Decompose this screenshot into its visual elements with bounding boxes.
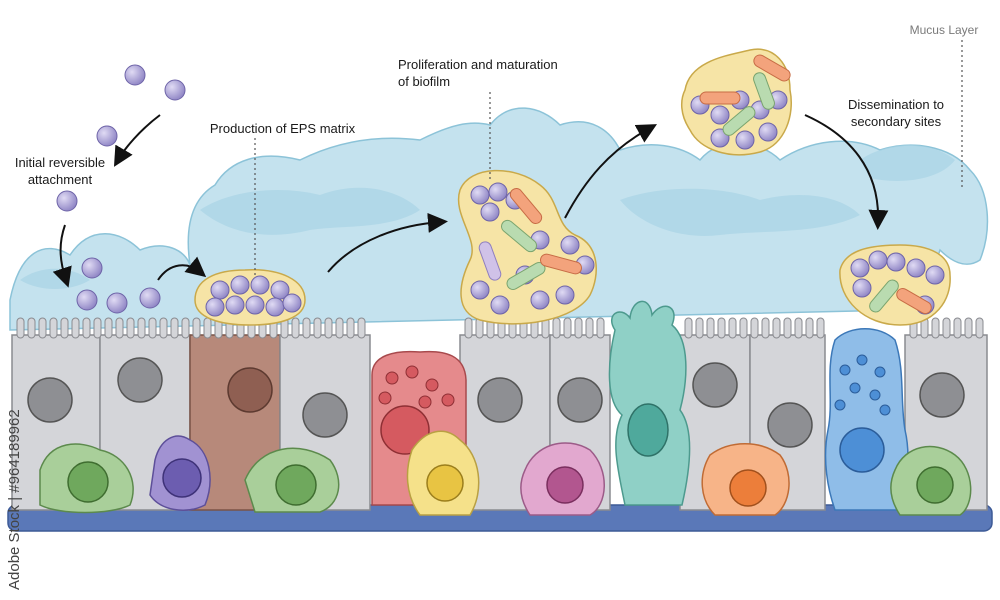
microvillus bbox=[38, 317, 47, 339]
arrow-to-secondary bbox=[804, 114, 889, 230]
microvillus bbox=[71, 317, 80, 339]
microvillus bbox=[137, 317, 146, 339]
microvillus bbox=[783, 317, 792, 339]
microvillus bbox=[816, 317, 825, 339]
arrow-attach bbox=[113, 114, 161, 167]
secondary-biofilm-cluster bbox=[839, 244, 951, 326]
label-mucus-layer: Mucus Layer bbox=[909, 23, 979, 37]
label-eps-matrix: Production of EPS matrix bbox=[209, 121, 356, 136]
microvillus bbox=[750, 317, 759, 339]
microvillus bbox=[49, 317, 58, 339]
arrow-to-dispersal bbox=[564, 124, 658, 219]
epithelial-cell bbox=[11, 334, 101, 511]
microvillus bbox=[291, 317, 300, 339]
process-arrows bbox=[52, 114, 889, 288]
label-dissemination: Dissemination to secondary sites bbox=[847, 97, 945, 129]
microvillus bbox=[805, 317, 814, 339]
microvillus bbox=[464, 317, 473, 339]
microvillus bbox=[181, 317, 190, 339]
yellow-immune-cell bbox=[406, 430, 480, 516]
microvillus bbox=[93, 317, 102, 339]
goblet-cell bbox=[824, 328, 909, 511]
microvillus bbox=[192, 317, 201, 339]
microvillus bbox=[942, 317, 951, 339]
watermark: Adobe Stock | #964189962 bbox=[6, 360, 26, 590]
microvillus bbox=[357, 317, 366, 339]
microvillus bbox=[761, 317, 770, 339]
eps-matrix-cluster bbox=[194, 269, 306, 326]
detached-biofilm-fragment bbox=[680, 48, 792, 156]
microvillus bbox=[324, 317, 333, 339]
microvillus bbox=[302, 317, 311, 339]
microvillus bbox=[728, 317, 737, 339]
leader-lines bbox=[254, 40, 963, 276]
microvillus bbox=[953, 317, 962, 339]
arrow-attach-down bbox=[52, 224, 72, 288]
microvillus bbox=[203, 317, 212, 339]
mature-biofilm bbox=[457, 169, 597, 325]
microvillus bbox=[27, 317, 36, 339]
arrow-to-eps bbox=[157, 256, 207, 281]
green-immune-cell bbox=[890, 445, 972, 516]
microvillus bbox=[695, 317, 704, 339]
arrow-to-biofilm bbox=[327, 212, 448, 273]
purple-immune-cell bbox=[149, 435, 211, 511]
label-proliferation: Proliferation and maturation of biofilm bbox=[398, 57, 558, 89]
microvillus bbox=[706, 317, 715, 339]
microvillus bbox=[739, 317, 748, 339]
microvillus bbox=[170, 317, 179, 339]
microvillus bbox=[16, 317, 25, 339]
microvillus bbox=[975, 317, 984, 339]
microvillus bbox=[159, 317, 168, 339]
microvillus bbox=[964, 317, 973, 339]
microvillus bbox=[596, 317, 605, 339]
microvillus bbox=[574, 317, 583, 339]
watermark-text: Adobe Stock | #964189962 bbox=[6, 409, 23, 590]
teal-tuft-cell bbox=[608, 300, 691, 506]
microvillus bbox=[552, 317, 561, 339]
microvillus bbox=[931, 317, 940, 339]
microvillus bbox=[126, 317, 135, 339]
microvillus bbox=[717, 317, 726, 339]
microvillus bbox=[104, 317, 113, 339]
microvillus bbox=[684, 317, 693, 339]
microvillus bbox=[313, 317, 322, 339]
microvillus bbox=[346, 317, 355, 339]
microvillus bbox=[335, 317, 344, 339]
green-immune-cell bbox=[39, 443, 134, 514]
microvillus bbox=[794, 317, 803, 339]
microvillus bbox=[60, 317, 69, 339]
microvillus bbox=[772, 317, 781, 339]
orange-immune-cell bbox=[701, 443, 790, 516]
microvillus bbox=[563, 317, 572, 339]
pink-immune-cell bbox=[520, 442, 605, 516]
label-initial-attachment: Initial reversible attachment bbox=[14, 155, 106, 187]
green-immune-cell bbox=[244, 447, 340, 513]
microvillus bbox=[82, 317, 91, 339]
microvillus bbox=[115, 317, 124, 339]
microvillus bbox=[585, 317, 594, 339]
microvillus bbox=[148, 317, 157, 339]
planktonic-bacteria bbox=[56, 64, 186, 314]
